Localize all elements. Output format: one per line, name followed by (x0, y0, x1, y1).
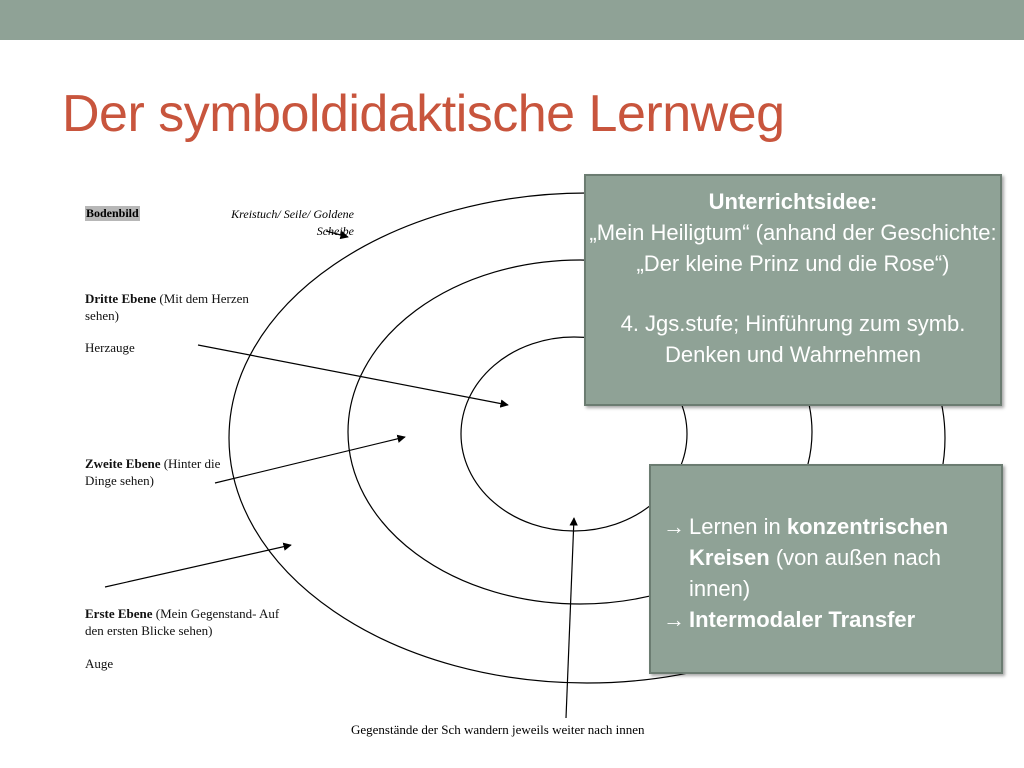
arrow-zweite-ebene (214, 434, 406, 484)
herzauge-label: Herzauge (85, 340, 135, 355)
idea-line1: „Mein Heiligtum“ (anhand der Geschichte:… (589, 220, 997, 276)
auge-label: Auge (85, 656, 114, 671)
erste-ebene-label: Erste Ebene (Mein Gegenstand- Auf den er… (85, 605, 285, 639)
idea-line2: 4. Jgs.stufe; Hinführung zum symb. Denke… (620, 311, 966, 367)
principles-box: → Lernen in konzentrischen Kreisen (von … (649, 464, 1003, 674)
zweite-ebene-label: Zweite Ebene (Hinter die Dinge sehen) (85, 455, 235, 489)
principle-text-2: Intermodaler Transfer (689, 607, 916, 632)
arrow-erste-ebene (104, 542, 292, 588)
dritte-ebene-label: Dritte Ebene (Mit dem Herzen sehen) (85, 290, 280, 324)
principle-item-1: → Lernen in konzentrischen Kreisen (von … (663, 511, 991, 604)
zweite-ebene-heading: Zweite Ebene (85, 456, 161, 471)
principle-item-2: → Intermodaler Transfer (663, 604, 991, 635)
dritte-ebene-heading: Dritte Ebene (85, 291, 157, 306)
zweite-ebene-desc: (Hinter die Dinge sehen) (85, 456, 221, 488)
idea-heading: Unterrichtsidee: (708, 189, 878, 214)
bottom-caption: Gegenstände der Sch wandern jeweils weit… (351, 722, 645, 737)
arrow-bottom-inward (565, 517, 578, 719)
kreistuch-label: Kreistuch/ Seile/ Goldene Scheibe (231, 207, 354, 238)
principle-text-1: Lernen in konzentrischen Kreisen (von au… (689, 514, 949, 601)
right-arrow-icon: → (663, 607, 685, 632)
dritte-ebene-desc: (Mit dem Herzen sehen) (85, 291, 249, 323)
top-accent-bar (0, 0, 1024, 40)
slide-title: Der symboldidaktische Lernweg (62, 85, 785, 143)
erste-ebene-desc: (Mein Gegenstand- Auf den ersten Blicke … (85, 606, 280, 638)
erste-ebene-heading: Erste Ebene (85, 606, 153, 621)
arrow-dritte-ebene (197, 344, 509, 408)
bodenbild-label: Bodenbild (85, 206, 140, 221)
unterrichtsidee-box: Unterrichtsidee: „Mein Heiligtum“ (anhan… (584, 174, 1002, 406)
middle-circle (347, 259, 813, 605)
right-arrow-icon: → (663, 514, 685, 539)
arrow-kreistuch (325, 230, 349, 240)
